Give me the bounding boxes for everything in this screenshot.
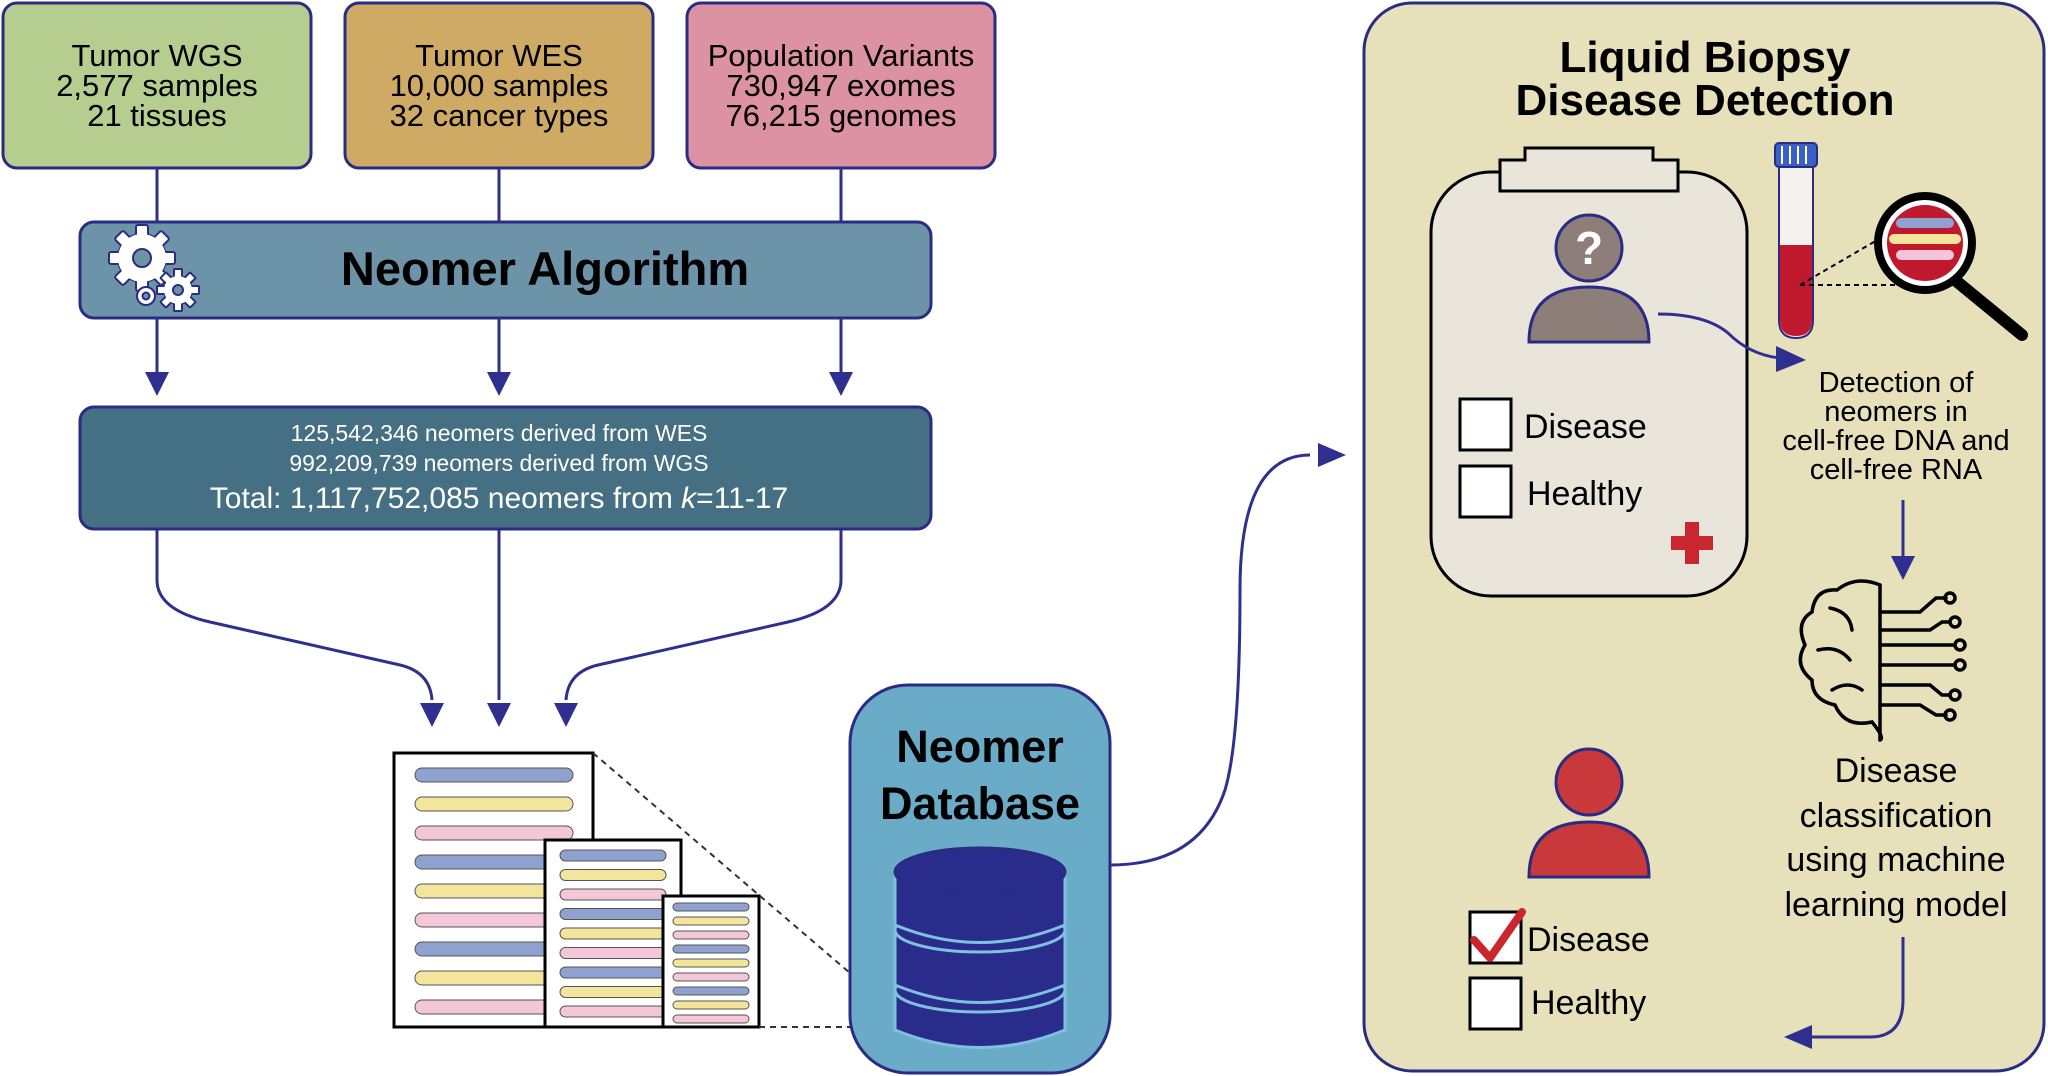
gears-icon (108, 224, 200, 312)
clipboard-healthy-checkbox (1458, 464, 1513, 519)
patient-to-detection-arrow (1657, 312, 1781, 360)
database-label-line2: Database (880, 778, 1080, 829)
sequence-bar (559, 908, 667, 920)
source-wgs-title: Tumor WGS (71, 38, 242, 73)
panel-title-line1: Liquid Biopsy (1560, 33, 1851, 82)
neomers-from-wes: 125,542,346 neomers derived from WES (291, 420, 708, 446)
classification-text-line1: Disease (1835, 752, 1958, 790)
database-label-line1: Neomer (896, 721, 1064, 772)
sequence-bar (559, 966, 667, 979)
source-wes-cancer-types: 32 cancer types (390, 98, 609, 133)
clipboard-healthy-label: Healthy (1527, 475, 1642, 513)
database-to-panel-arrow (1109, 453, 1311, 867)
sequence-bar (672, 972, 750, 982)
arrow-head (1318, 443, 1346, 467)
detection-text-line2: neomers in (1824, 396, 1967, 428)
arrow-head (420, 703, 444, 727)
sequence-bar (559, 1005, 667, 1018)
unknown-patient-icon (1527, 213, 1651, 344)
sequence-bar (559, 849, 667, 862)
sequence-bar (672, 902, 750, 912)
sequence-bar (559, 947, 667, 959)
classification-text-line4: learning model (1784, 886, 2007, 924)
question-mark: ? (1575, 222, 1603, 274)
source-pop-exomes: 730,947 exomes (726, 68, 955, 103)
neomer-algorithm-bar (78, 220, 933, 320)
sequence-bar (414, 767, 574, 783)
diseased-patient-icon (1527, 747, 1651, 879)
source-connectors (155, 168, 843, 222)
neomer-document-stack (392, 751, 761, 1029)
sequence-bar (672, 1000, 750, 1010)
arrow-head (1776, 346, 1806, 372)
result-disease-label: Disease (1527, 921, 1650, 959)
source-wgs-samples: 2,577 samples (56, 68, 258, 103)
source-wgs-tissues: 21 tissues (87, 98, 227, 133)
brain-ai-icon (1798, 579, 1967, 742)
sequence-bar (559, 927, 667, 940)
classification-to-result-arrow (1810, 937, 1905, 1039)
sequence-bar (672, 916, 750, 926)
arrow-head (554, 703, 578, 727)
classification-text-line2: classification (1800, 797, 1993, 835)
result-healthy-label: Healthy (1531, 984, 1646, 1022)
sequence-bar (672, 986, 750, 996)
detection-text-line3: cell-free DNA and (1782, 425, 2009, 457)
sequence-bar (672, 1014, 750, 1024)
neomers-from-wgs: 992,209,739 neomers derived from WGS (289, 450, 708, 476)
blood-tube-icon (1774, 142, 1818, 340)
sequence-bar (672, 944, 750, 954)
red-checkmark-icon (1470, 908, 1526, 962)
arrow-head (487, 372, 511, 396)
sequence-bar (672, 930, 750, 940)
arrow-head (145, 372, 169, 396)
neomer-algorithm-label: Neomer Algorithm (341, 242, 749, 295)
neomer-results-box (78, 405, 933, 531)
source-wes-title: Tumor WES (415, 38, 583, 73)
sequence-bar (414, 825, 574, 841)
sequence-bar (559, 869, 667, 881)
source-pop-genomes: 76,215 genomes (726, 98, 957, 133)
classification-text-line3: using machine (1786, 841, 2005, 879)
clipboard-disease-checkbox (1458, 397, 1513, 452)
clipboard-clip (1498, 146, 1680, 193)
arrow-head (1891, 556, 1915, 580)
results-arrows (155, 529, 843, 701)
sequence-bar (559, 888, 667, 901)
detection-text-line1: Detection of (1819, 367, 1975, 399)
database-icon (893, 846, 1067, 1049)
result-healthy-checkbox (1468, 976, 1523, 1031)
algorithm-arrows (155, 318, 843, 380)
panel-title-line2: Disease Detection (1515, 76, 1894, 125)
arrow-head (829, 372, 853, 396)
sequence-bar (672, 958, 750, 968)
source-pop-title: Population Variants (708, 38, 975, 73)
sequence-bar (414, 796, 574, 812)
clipboard: ? Disease Healthy (1429, 146, 1749, 598)
neomers-total: Total: 1,117,752,085 neomers from k=11-1… (210, 482, 788, 515)
source-wes-samples: 10,000 samples (390, 68, 609, 103)
arrow-head (1784, 1025, 1812, 1049)
red-cross-icon (1671, 522, 1713, 564)
arrow-head (487, 703, 511, 727)
detection-text-line4: cell-free RNA (1810, 454, 1983, 486)
clipboard-disease-label: Disease (1524, 408, 1647, 446)
sequence-bar (559, 986, 667, 998)
magnifier-icon (1799, 192, 2028, 341)
